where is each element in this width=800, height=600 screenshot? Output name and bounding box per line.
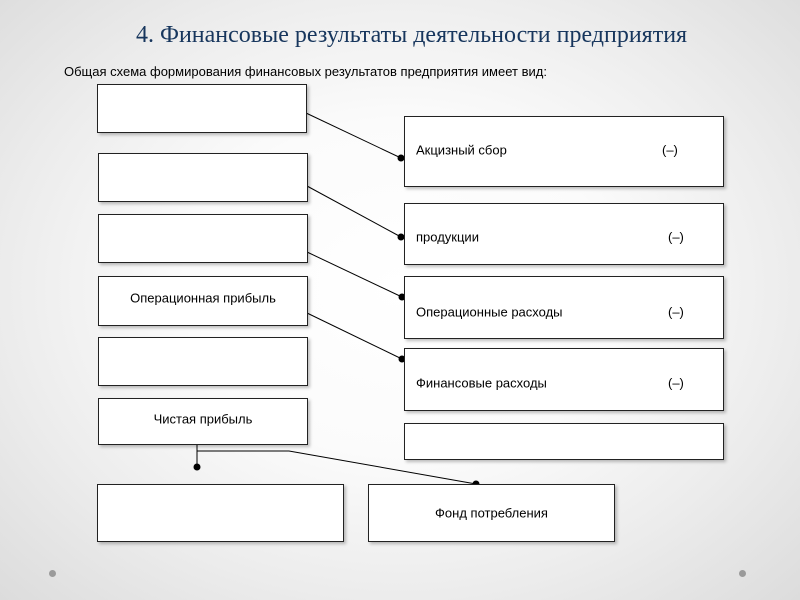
- connector-dot-2: [397, 233, 405, 241]
- left-box-2: [98, 153, 308, 202]
- right-box-3-sign: (–): [668, 304, 684, 320]
- right-box-2: продукции (–): [404, 203, 724, 265]
- connector-3: [306, 251, 403, 298]
- connector-dot-5: [193, 463, 201, 471]
- slide-title: 4. Финансовые результаты деятельности пр…: [136, 22, 688, 48]
- right-box-3: Операционные расходы (–): [404, 276, 724, 339]
- connector-1: [305, 112, 402, 159]
- right-box-2-label: продукции: [416, 229, 479, 245]
- connector-bottom-2: [197, 450, 477, 485]
- right-box-3-label: Операционные расходы: [416, 304, 563, 320]
- connector-dot-1: [397, 154, 405, 162]
- right-box-1: Акцизный сбор (–): [404, 116, 724, 187]
- left-box-6-label: Чистая прибыль: [153, 411, 253, 427]
- right-box-1-sign: (–): [662, 142, 678, 158]
- connector-dot-3: [398, 293, 406, 301]
- connector-2: [306, 185, 402, 238]
- right-box-4-sign: (–): [668, 375, 684, 391]
- left-box-6: Чистая прибыль: [98, 398, 308, 445]
- left-box-4-label: Операционная прибыль: [130, 290, 276, 306]
- left-box-5: [98, 337, 308, 386]
- connector-dot-4: [398, 355, 406, 363]
- right-box-2-sign: (–): [668, 229, 684, 245]
- bottom-box-2: Фонд потребления: [368, 484, 615, 542]
- left-box-4: Операционная прибыль: [98, 276, 308, 326]
- nav-dot-left: [49, 570, 56, 577]
- bottom-box-1: [97, 484, 344, 542]
- right-box-4: Финансовые расходы (–): [404, 348, 724, 411]
- left-box-1: [97, 84, 307, 133]
- right-box-5: [404, 423, 724, 460]
- slide-subtitle: Общая схема формирования финансовых резу…: [64, 64, 547, 79]
- nav-dot-right: [739, 570, 746, 577]
- right-box-4-label: Финансовые расходы: [416, 375, 547, 391]
- connector-4: [306, 312, 403, 360]
- bottom-box-2-label: Фонд потребления: [435, 505, 548, 521]
- left-box-3: [98, 214, 308, 263]
- right-box-1-label: Акцизный сбор: [416, 142, 507, 158]
